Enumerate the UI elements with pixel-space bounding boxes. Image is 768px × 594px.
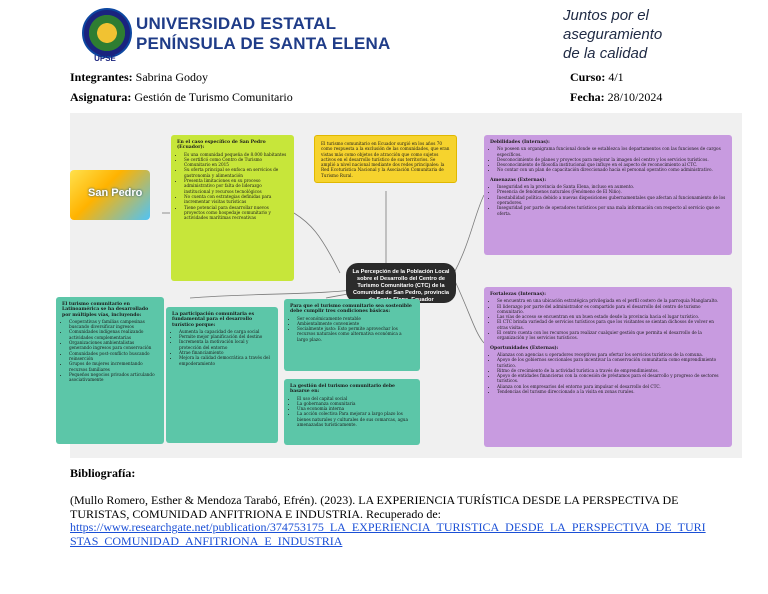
university-logo (82, 8, 132, 58)
integrantes-label: Integrantes: (70, 70, 133, 84)
san-pedro-item: Su oferta principal se enfoca en servici… (184, 167, 288, 178)
latam-title: El turismo comunitario en Latinoamérica … (62, 302, 149, 318)
bibliography-heading: Bibliografía: (70, 466, 136, 480)
participacion-item: Atrae financiamiento (179, 350, 272, 355)
condiciones-item: Ambientalmente conveniente (297, 321, 414, 326)
latam-item: Comunidades indígenas realizando activid… (69, 329, 158, 340)
condiciones-item: Ser económicamente rentable (297, 316, 414, 321)
latam-item: Cooperativas y familias campesinas busca… (69, 319, 158, 330)
oportunidades-item: Alianza con los empresarios del entorno … (497, 384, 726, 389)
amenazas-list: Inseguridad en la provincia de Santa Ele… (490, 184, 726, 216)
latam-item: Grupos de mujeres incrementando recursos… (69, 361, 158, 372)
fecha-label: Fecha: (570, 90, 605, 104)
san-pedro-item: Tiene potencial para desarrollar nuevos … (184, 205, 288, 221)
motto-line2: aseguramiento (563, 26, 663, 43)
debilidades-list: No poseen un organigrama funcional donde… (490, 146, 726, 172)
motto-line3: de la calidad (563, 45, 648, 62)
debilidades-amenazas-box: Debilidades (Internas): No poseen un org… (484, 135, 732, 255)
integrantes-row: Integrantes: Sabrina Godoy (70, 70, 208, 85)
central-topic: La Percepción de la Población Local sobr… (346, 263, 456, 303)
motto: Juntos por el aseguramiento de la calida… (563, 6, 713, 63)
motto-line1: Juntos por el (563, 7, 649, 24)
gestion-box: La gestión del turismo comunitario debe … (284, 379, 420, 445)
san-pedro-item: Es una comunidad pequeña de 8.000 habita… (184, 152, 288, 157)
fortalezas-item: El centro cuenta con los recursos para r… (497, 330, 726, 341)
fortalezas-item: Las vías de acceso se encuentran en un b… (497, 314, 726, 319)
participacion-item: Aumenta la capacidad de carga social (179, 329, 272, 334)
participacion-box: La participación comunitaria es fundamen… (166, 307, 278, 443)
debilidades-item: Desconocimiento de filosofía institucion… (497, 162, 726, 167)
gestion-item: El uso del capital social (297, 396, 414, 401)
central-topic-text: La Percepción de la Población Local sobr… (352, 269, 450, 303)
san-pedro-thumbnail-text: San Pedro (88, 187, 143, 199)
bibliography-entry: (Mullo Romero, Esther & Mendoza Tarabó, … (70, 493, 710, 548)
oportunidades-item: Ritmo de crecimiento de la actividad tur… (497, 368, 726, 373)
fortalezas-item: El CTC brinda variedad de servicios turí… (497, 319, 726, 330)
gestion-item: La gobernanza comunitaria (297, 401, 414, 406)
curso-label: Curso: (570, 70, 606, 84)
san-pedro-box: En el caso específico de San Pedro (Ecua… (171, 135, 294, 281)
debilidades-item: No poseen un organigrama funcional donde… (497, 146, 726, 157)
gestion-title: La gestión del turismo comunitario debe … (290, 384, 395, 395)
university-name-line1: UNIVERSIDAD ESTATAL (136, 14, 337, 33)
curso-value: 4/1 (608, 70, 624, 84)
oportunidades-item: Tendencias del turismo direccionado a la… (497, 389, 726, 394)
san-pedro-item: Se certificó como Centro de Turismo Comu… (184, 157, 288, 168)
condiciones-list: Ser económicamente rentableAmbientalment… (290, 316, 414, 342)
asignatura-row: Asignatura: Gestión de Turismo Comunitar… (70, 90, 293, 105)
intro-box: El turismo comunitario en Ecuador surgió… (314, 135, 457, 183)
debilidades-title: Debilidades (Internas): (490, 140, 550, 145)
latam-box: El turismo comunitario en Latinoamérica … (56, 297, 164, 444)
amenazas-item: Presencia de fenómenos naturales (Fenóme… (497, 189, 726, 194)
san-pedro-list: Es una comunidad pequeña de 8.000 habita… (177, 152, 288, 221)
latam-item: Pequeños negocios privados articulando a… (69, 372, 158, 383)
fecha-value: 28/10/2024 (607, 90, 663, 104)
participacion-item: Incrementa la motivación local y protecc… (179, 339, 272, 350)
oportunidades-title: Oportunidades (Externas): (490, 345, 559, 351)
fortalezas-oportunidades-box: Fortalezas (Internas): Se encuentra en u… (484, 287, 732, 447)
fecha-row: Fecha: 28/10/2024 (570, 90, 662, 105)
participacion-title: La participación comunitaria es fundamen… (172, 312, 255, 328)
oportunidades-item: Apoyo de entidades financieras con la co… (497, 373, 726, 384)
participacion-item: Permite mejor planificación del destino (179, 334, 272, 339)
condiciones-title: Para que el turismo comunitario sea sost… (290, 304, 412, 315)
amenazas-item: Inseguridad en la provincia de Santa Ele… (497, 184, 726, 189)
participacion-list: Aumenta la capacidad de carga socialPerm… (172, 329, 272, 366)
asignatura-value: Gestión de Turismo Comunitario (134, 90, 293, 104)
latam-list: Cooperativas y familias campesinas busca… (62, 319, 158, 383)
san-pedro-thumbnail (70, 170, 150, 220)
curso-row: Curso: 4/1 (570, 70, 624, 85)
amenazas-item: Inseguridad por parte de operadores turí… (497, 205, 726, 216)
gestion-item: Una economía interna (297, 406, 414, 411)
condiciones-item: Socialmente justo: Esto permite aprovech… (297, 326, 414, 342)
san-pedro-item: No cuenta con estrategias definidas para… (184, 194, 288, 205)
asignatura-label: Asignatura: (70, 90, 132, 104)
participacion-item: Mejora la calidad democrática a través d… (179, 355, 272, 366)
integrantes-value: Sabrina Godoy (135, 70, 208, 84)
debilidades-item: Desconocimiento de planes y proyectos pa… (497, 157, 726, 162)
university-logo-text: UPSE (94, 54, 116, 63)
oportunidades-list: Alianzas con agencias u operadores recep… (490, 352, 726, 394)
amenazas-title: Amenazas (Externas): (490, 177, 547, 183)
fortalezas-list: Se encuentra en una ubicación estratégic… (490, 298, 726, 340)
bibliography-text: (Mullo Romero, Esther & Mendoza Tarabó, … (70, 493, 679, 521)
gestion-item: La acción colectiva Para mejorar a largo… (297, 411, 414, 427)
debilidades-item: No contar con un plan de capacitación di… (497, 167, 726, 172)
bibliography-link[interactable]: https://www.researchgate.net/publication… (70, 520, 706, 548)
intro-text: El turismo comunitario en Ecuador surgió… (321, 141, 450, 178)
fortalezas-title: Fortalezas (Internas): (490, 292, 546, 297)
latam-item: Organizaciones ambientalistas generando … (69, 340, 158, 351)
fortalezas-item: El liderazgo por parte del administrador… (497, 304, 726, 315)
san-pedro-item: Presenta limitaciones en su proceso admi… (184, 178, 288, 194)
university-name-line2: PENÍNSULA DE SANTA ELENA (136, 34, 391, 53)
mind-map: San Pedro En el caso específico de San P… (56, 113, 742, 458)
fortalezas-item: Se encuentra en una ubicación estratégic… (497, 298, 726, 303)
condiciones-box: Para que el turismo comunitario sea sost… (284, 299, 420, 371)
gestion-list: El uso del capital socialLa gobernanza c… (290, 396, 414, 428)
latam-item: Comunidades post-conflicto buscando rein… (69, 351, 158, 362)
san-pedro-title: En el caso específico de San Pedro (Ecua… (177, 140, 266, 151)
oportunidades-item: Apoyo de los gobiernos seccionales para … (497, 357, 726, 368)
amenazas-item: Inestabilidad política debido a nuevas d… (497, 195, 726, 206)
oportunidades-item: Alianzas con agencias u operadores recep… (497, 352, 726, 357)
